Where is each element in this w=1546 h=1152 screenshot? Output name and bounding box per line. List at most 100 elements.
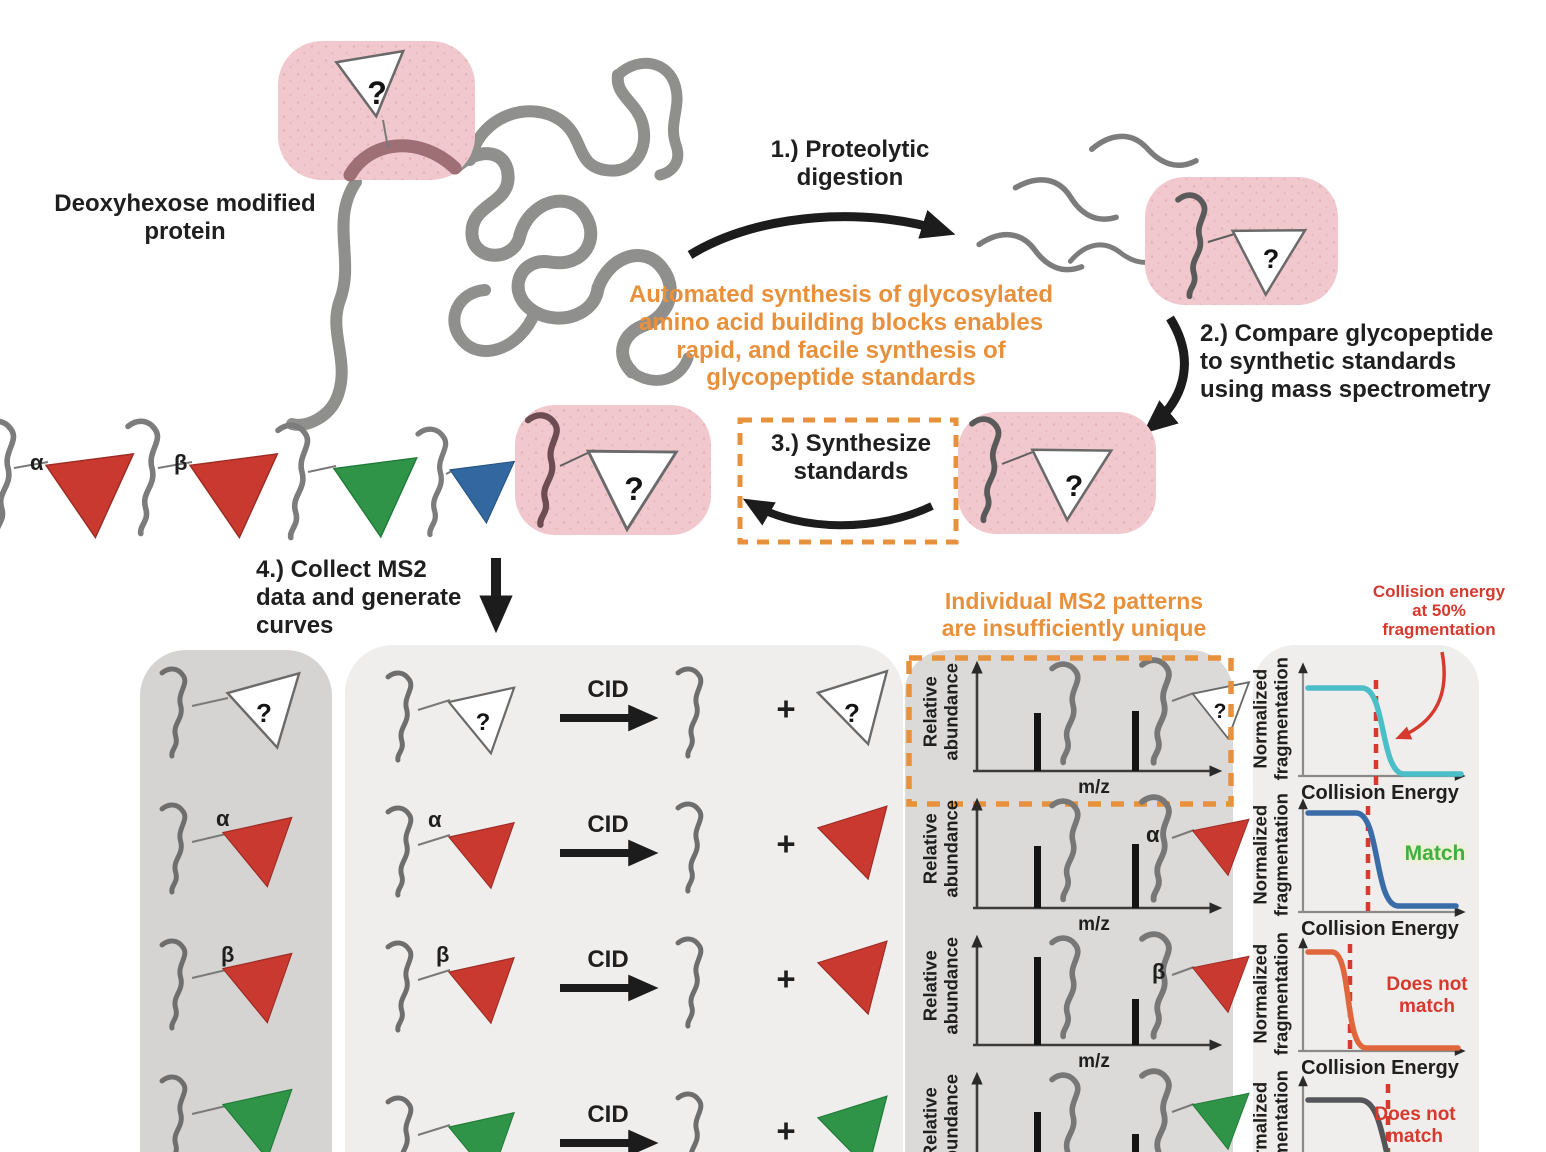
ce-plot-unknown (1298, 651, 1466, 789)
ms2-peak (1132, 844, 1139, 908)
question-mark: ? (476, 709, 491, 736)
green-glycan-triangle-icon (333, 457, 418, 538)
ce-plot-alpha (1298, 798, 1466, 917)
ms2-peak (1132, 1134, 1139, 1152)
question-mark: ? (1065, 470, 1083, 503)
ms2-x-axis-label: m/z (1078, 777, 1110, 798)
glycan-linker (382, 119, 389, 149)
ms2-y-axis-label: Relative abundance (919, 936, 961, 1035)
protein-ribbon (286, 57, 694, 431)
ms2-spectrum-alpha (971, 797, 1254, 914)
glycan-linker (191, 697, 229, 707)
ms2-spectrum-green (971, 1071, 1254, 1152)
plus-sign: + (776, 825, 796, 862)
cid-row-unknown: ? ? (388, 669, 901, 760)
peptide-squiggle (1015, 169, 1118, 230)
question-mark: ? (256, 698, 272, 728)
question-mark: ? (1214, 700, 1227, 723)
ms2-spectrum-beta (971, 934, 1254, 1051)
ms2-spectra-panel (905, 650, 1233, 1152)
cid-label: CID (587, 676, 629, 703)
glycan-linker (191, 969, 227, 979)
cid-row-green (388, 1094, 900, 1152)
step2-label: 2.) Compare glycopeptide to synthetic st… (1200, 320, 1494, 403)
cid-label: CID (587, 811, 629, 838)
fragmentation-curve (1305, 1097, 1390, 1152)
standards-column-panel (140, 650, 332, 1152)
no-match-verdict: Does not match (1374, 1104, 1456, 1147)
peptide-squiggle (1092, 129, 1198, 174)
peptide-squiggle (418, 429, 446, 534)
cid-row-beta (388, 939, 900, 1030)
ms2-y-axis-label: Relative abundance (919, 1073, 961, 1152)
ms2-y-axis-label: Relative abundance (919, 799, 961, 898)
question-mark: ? (844, 698, 860, 728)
step1-arrow (687, 209, 956, 259)
cid-reaction-panel (345, 645, 903, 1152)
cid-row-alpha (388, 804, 900, 895)
ms2-spectrum-unknown: ? (971, 660, 1254, 777)
match-verdict: Match (1404, 842, 1466, 865)
fragmentation-curve (1305, 685, 1464, 777)
glycan-linker (1001, 449, 1039, 465)
alpha-label: α (1146, 822, 1160, 847)
glycan-linker (417, 699, 451, 711)
step1-label: 1.) Proteolytic digestion (770, 136, 930, 191)
ce-x-axis-label: Collision Energy (1301, 782, 1459, 804)
ce-y-axis-label: Normalized fragmentation (1249, 1070, 1291, 1152)
glycan-linker (417, 834, 451, 846)
beta-label: β (174, 450, 188, 475)
ms2-x-axis-label: m/z (1078, 914, 1110, 935)
alpha-glycan-triangle-icon (45, 453, 135, 539)
ms2-peak (1132, 999, 1139, 1045)
synthesize-standards-dashed-box (737, 417, 959, 545)
ms2-peak (1034, 1112, 1041, 1152)
glycan-linker (417, 969, 451, 981)
fragmentation-curve (1305, 949, 1461, 1051)
peptide-squiggle (278, 425, 307, 537)
ms2-peak (1034, 713, 1041, 771)
glycan-linker (1171, 692, 1195, 702)
alpha-label: α (216, 806, 230, 831)
standards-column-units: ? (162, 669, 311, 1152)
glycan-linker (191, 833, 227, 843)
annotation-arrow (1395, 651, 1446, 740)
beta-glycan-triangle-icon (189, 453, 279, 539)
glycopeptide-unknown-box: ? (1145, 177, 1338, 305)
glycan-linker (157, 461, 193, 469)
ce-y-axis-label: Normalized fragmentation (1249, 932, 1291, 1056)
fragmentation-curve (1305, 810, 1459, 909)
peptide-squiggle (128, 421, 157, 533)
glycan-linker (1171, 966, 1195, 976)
ms2-peak (1034, 846, 1041, 908)
question-mark: ? (1263, 244, 1280, 274)
glycan-linker (1207, 232, 1239, 243)
modified-strand (343, 139, 462, 182)
step4-label: 4.) Collect MS2 data and generate curves (256, 556, 462, 639)
glycan-linker (13, 461, 49, 469)
ms2-peak (1034, 957, 1041, 1045)
alpha-label: α (428, 807, 442, 832)
glycan-linker (307, 465, 337, 473)
ms2-x-axis-label: m/z (1078, 1051, 1110, 1072)
ms2-header: Individual MS2 patterns are insufficient… (941, 588, 1207, 641)
ce-y-axis-label: Normalized fragmentation (1249, 793, 1291, 917)
ce-x-axis-label: Collision Energy (1301, 1057, 1459, 1079)
glycan-linker (417, 1124, 451, 1136)
cid-label: CID (587, 946, 629, 973)
question-mark: ? (367, 75, 387, 111)
beta-label: β (1152, 959, 1166, 984)
peptide-squiggle (979, 225, 1084, 280)
ce-plot-beta (1298, 937, 1466, 1056)
question-mark: ? (624, 471, 644, 507)
protein-label: Deoxyhexose modified protein (54, 190, 316, 245)
no-match-verdict: Does not match (1386, 974, 1468, 1017)
unknown-glycopeptide-box: ? (515, 405, 711, 537)
glycan-linker (191, 1105, 227, 1115)
step3-label: 3.) Synthesize standards (770, 430, 932, 485)
beta-label: β (436, 942, 450, 967)
ce50-annotation: Collision energy at 50% fragmentation (1372, 582, 1506, 640)
peptide-squiggle (0, 421, 13, 533)
